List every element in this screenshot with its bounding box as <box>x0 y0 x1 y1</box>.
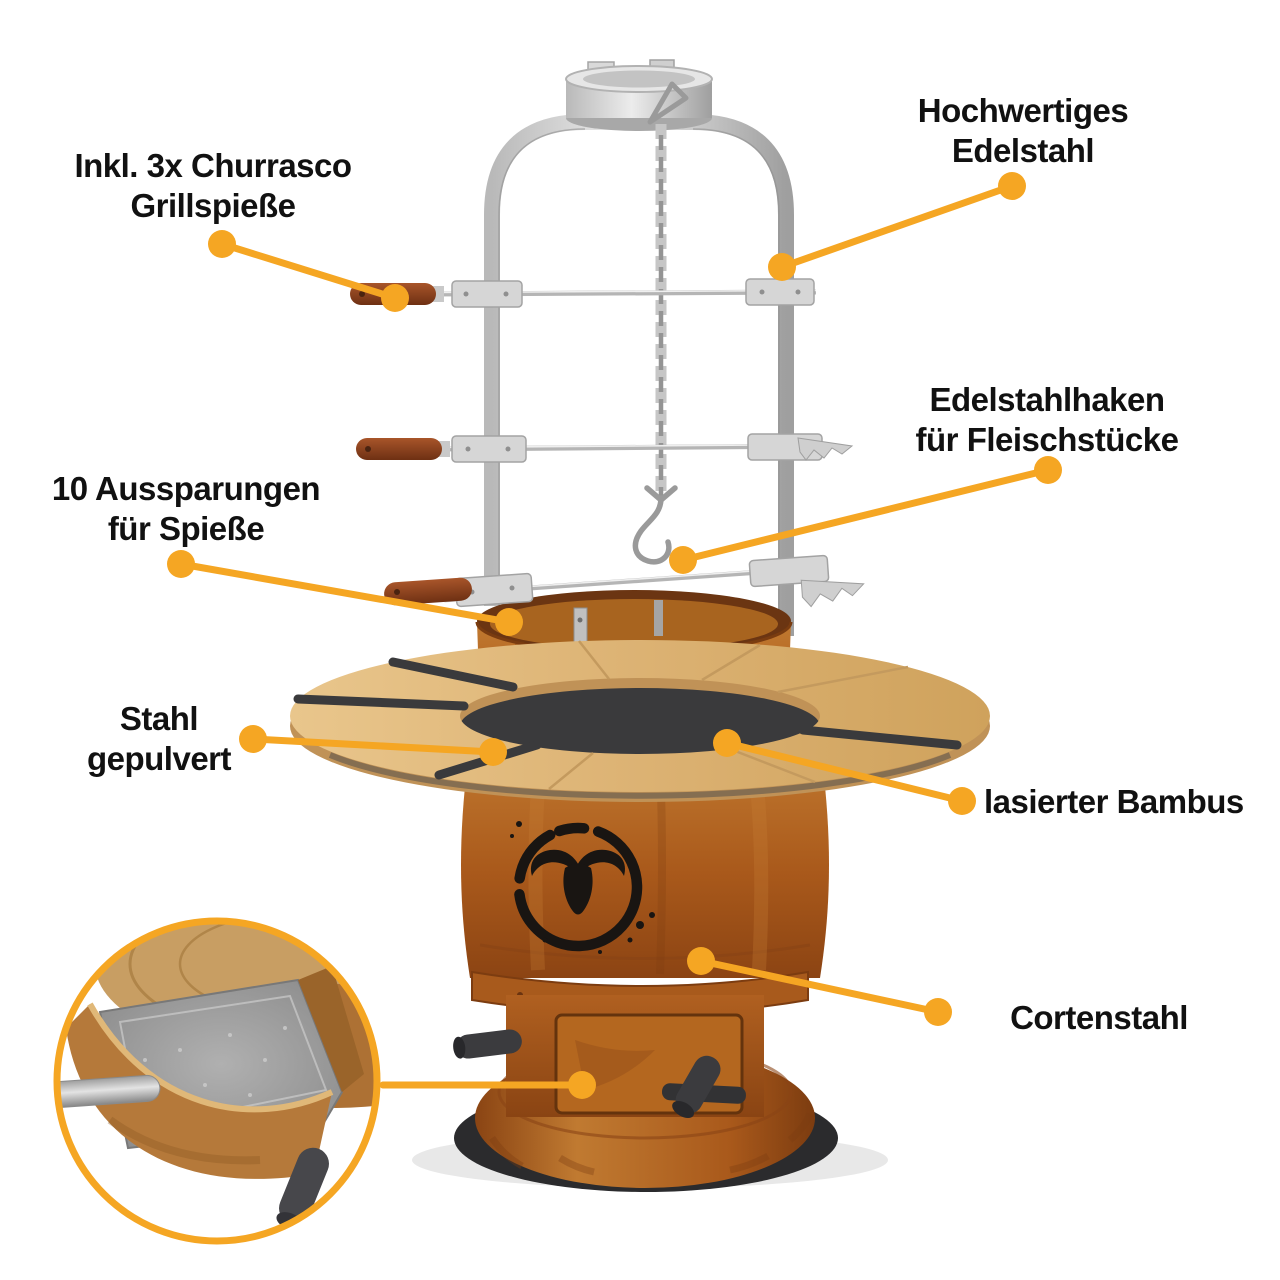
callout-line-churrasco <box>208 230 409 312</box>
skewer-bracket <box>451 435 527 463</box>
meat-hook <box>632 485 678 565</box>
ash-drawer-inset <box>53 917 381 1245</box>
skewer-middle <box>356 433 854 463</box>
skewer-bracket <box>745 278 815 306</box>
callout-line-haken <box>669 456 1062 574</box>
callout-lines <box>167 172 1062 1099</box>
carry-handle-left <box>453 1029 522 1059</box>
inner-pin <box>654 600 663 636</box>
skewer-bracket <box>748 554 830 588</box>
skewer-bottom <box>384 554 865 608</box>
inset-circle-ring <box>53 917 381 1245</box>
wooden-handle <box>384 577 472 606</box>
hook-rack <box>797 437 854 461</box>
wooden-handle <box>356 438 442 460</box>
skewer-bracket <box>451 280 523 308</box>
drawer-side-wall <box>298 966 364 1092</box>
callout-label-bambus: lasierter Bambus <box>984 783 1244 820</box>
callout-label-edelstahl: Hochwertiges Edelstahl <box>917 92 1129 169</box>
callout-line-aussparungen <box>167 550 523 636</box>
bull-logo-icon <box>510 821 655 954</box>
hanging-crown <box>565 59 713 131</box>
hook-rack <box>800 579 865 608</box>
callout-line-edelstahl <box>768 172 1026 281</box>
callout-label-aussparungen: 10 Aussparungen für Spieße <box>51 470 321 547</box>
callout-line-bambus <box>713 729 976 815</box>
drawer-front-wall <box>66 1004 332 1179</box>
callout-line-inset <box>379 1071 596 1099</box>
plank-seams <box>548 640 909 790</box>
skewer-top <box>350 278 817 308</box>
carry-handle-right <box>672 1055 721 1119</box>
shackle <box>647 81 689 125</box>
callout-line-stahl <box>239 725 507 766</box>
base-drum <box>506 995 764 1117</box>
callout-label-cortenstahl: Cortenstahl <box>1010 999 1188 1036</box>
callout-label-stahl: Stahl gepulvert <box>86 700 232 777</box>
callout-label-churrasco: Inkl. 3x Churrasco Grillspieße <box>74 147 352 224</box>
callout-label-haken: Edelstahlhaken für Fleischstücke <box>915 381 1179 458</box>
callout-line-cortenstahl <box>687 947 952 1026</box>
drawer-handle-front <box>57 1074 161 1108</box>
